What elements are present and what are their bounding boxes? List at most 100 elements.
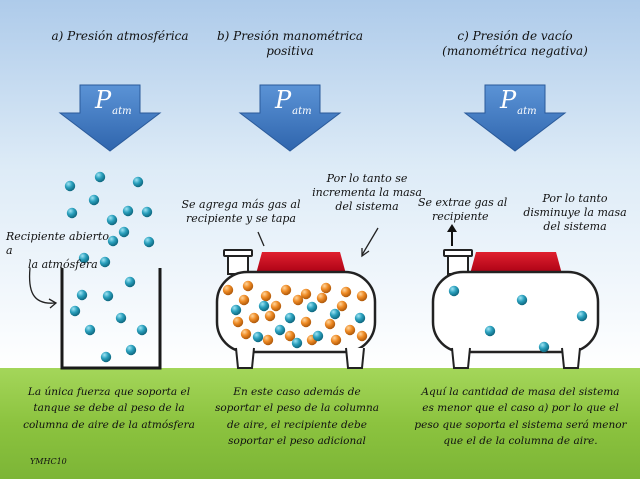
footer-a-line1: La única fuerza que soporta el bbox=[27, 386, 191, 398]
gas-molecule-blue bbox=[94, 171, 106, 183]
gas-molecule-orange bbox=[340, 286, 352, 298]
gas-molecule-blue bbox=[312, 330, 324, 342]
annotation-add-gas: Se agrega más gas al recipiente y se tap… bbox=[176, 198, 306, 226]
gas-molecule-orange bbox=[356, 290, 368, 302]
gas-molecule-blue bbox=[64, 180, 76, 192]
annotation-arrow-a bbox=[28, 267, 56, 304]
footer-text-c: Aquí la cantidad de masa del sistema es … bbox=[408, 384, 633, 449]
gas-molecule-blue bbox=[118, 226, 130, 238]
gas-molecule-orange bbox=[232, 316, 244, 328]
gas-molecule-blue bbox=[538, 341, 550, 353]
signature: YMHC10 bbox=[30, 457, 67, 466]
patm-label-a: Patm bbox=[95, 86, 132, 117]
gas-molecule-blue bbox=[136, 324, 148, 336]
annotation-extract-line1: Se extrae gas al bbox=[418, 196, 508, 209]
annotation-arrow-b1 bbox=[257, 231, 265, 247]
footer-b-line3: de aire, el recipiente debe bbox=[227, 418, 367, 431]
gas-molecule-blue bbox=[274, 324, 286, 336]
title-b-line1: b) Presión manométrica bbox=[216, 29, 364, 43]
annotation-arrow-b2 bbox=[361, 227, 379, 256]
tank-c-lid bbox=[470, 252, 562, 274]
tank-b-leg-left bbox=[235, 347, 255, 369]
gas-molecule-orange bbox=[330, 334, 342, 346]
annotation-increase-line3: del sistema bbox=[335, 199, 399, 213]
annotation-decrease-line2: disminuye la masa bbox=[523, 205, 627, 219]
tank-c-leg-left bbox=[451, 347, 471, 369]
gas-molecule-orange bbox=[284, 330, 296, 342]
gas-molecule-blue bbox=[76, 289, 88, 301]
tank-b-body bbox=[215, 270, 377, 354]
gas-molecule-blue bbox=[102, 290, 114, 302]
gas-molecule-blue bbox=[84, 324, 96, 336]
gas-molecule-blue bbox=[284, 312, 296, 324]
gas-molecule-blue bbox=[141, 206, 153, 218]
footer-b-line1: En este caso además de bbox=[233, 386, 361, 398]
gas-molecule-orange bbox=[260, 290, 272, 302]
gas-molecule-orange bbox=[300, 288, 312, 300]
patm-label-c: Patm bbox=[500, 86, 537, 117]
gas-molecule-orange bbox=[292, 294, 304, 306]
annotation-add-gas-line1: Se agrega más gas al bbox=[181, 198, 301, 211]
gas-molecule-blue bbox=[306, 301, 318, 313]
annotation-increase-line2: incrementa la masa bbox=[312, 185, 422, 199]
title-c-line1: c) Presión de vacío bbox=[457, 29, 573, 43]
gas-molecule-blue bbox=[291, 337, 303, 349]
gas-molecule-orange bbox=[248, 312, 260, 324]
gas-molecule-orange bbox=[336, 300, 348, 312]
gas-molecule-orange bbox=[316, 292, 328, 304]
gas-molecule-blue bbox=[230, 304, 242, 316]
tank-b-leg-right bbox=[345, 347, 365, 369]
gas-molecule-blue bbox=[516, 294, 528, 306]
title-b-line2: positiva bbox=[266, 44, 314, 58]
gas-molecule-blue bbox=[88, 194, 100, 206]
gas-molecule-orange bbox=[262, 334, 274, 346]
annotation-decrease-line1: Por lo tanto bbox=[542, 192, 608, 205]
annotation-increase-mass: Por lo tanto se incrementa la masa del s… bbox=[312, 172, 422, 213]
gas-molecule-orange bbox=[240, 328, 252, 340]
gas-molecule-orange bbox=[238, 294, 250, 306]
gas-molecule-blue bbox=[106, 214, 118, 226]
gas-molecule-orange bbox=[320, 282, 332, 294]
gas-molecule-orange bbox=[300, 316, 312, 328]
footer-c-line4: que el de la columna de aire. bbox=[443, 434, 598, 447]
gas-molecule-blue bbox=[132, 176, 144, 188]
patm-label-b: Patm bbox=[275, 86, 312, 117]
footer-c-line2: es menor que el caso a) por lo que el bbox=[422, 402, 619, 415]
annotation-decrease-line3: del sistema bbox=[543, 219, 607, 233]
title-c-line2: (manométrica negativa) bbox=[442, 44, 588, 58]
gas-molecule-orange bbox=[270, 300, 282, 312]
footer-b-line4: soportar el peso adicional bbox=[228, 434, 366, 447]
footer-c-line3: peso que soporta el sistema será menor bbox=[414, 418, 627, 431]
gas-molecule-blue bbox=[252, 331, 264, 343]
gas-molecule-blue bbox=[66, 207, 78, 219]
gas-molecule-blue bbox=[69, 305, 81, 317]
annotation-extract-line2: recipiente bbox=[432, 209, 489, 223]
molecules bbox=[64, 171, 588, 363]
footer-b-line2: soportar el peso de la columna bbox=[214, 402, 380, 415]
gas-molecule-orange bbox=[356, 330, 368, 342]
gas-molecule-orange bbox=[242, 280, 254, 292]
annotation-open-line1: Recipiente abierto a bbox=[6, 230, 109, 257]
gas-molecule-orange bbox=[344, 324, 356, 336]
gas-molecule-blue bbox=[484, 325, 496, 337]
tank-c-leg-right bbox=[561, 347, 581, 369]
gas-molecule-blue bbox=[107, 235, 119, 247]
gas-molecule-orange bbox=[324, 318, 336, 330]
gas-molecule-blue bbox=[100, 351, 112, 363]
gas-molecule-blue bbox=[329, 308, 341, 320]
annotation-decrease-mass: Por lo tanto disminuye la masa del siste… bbox=[520, 192, 630, 233]
gas-molecule-orange bbox=[280, 284, 292, 296]
open-container bbox=[60, 268, 162, 370]
gas-molecule-orange bbox=[264, 310, 276, 322]
gas-molecule-blue bbox=[99, 256, 111, 268]
gas-molecule-blue bbox=[143, 236, 155, 248]
gas-molecule-blue bbox=[354, 312, 366, 324]
footer-text-a: La única fuerza que soporta el tanque se… bbox=[14, 384, 204, 433]
tank-c-body bbox=[431, 270, 600, 354]
footer-a-line3: columna de aire de la atmósfera bbox=[23, 418, 195, 431]
annotation-increase-line1: Por lo tanto se bbox=[326, 172, 408, 185]
title-c: c) Presión de vacío (manométrica negativ… bbox=[440, 29, 590, 59]
tank-b-lid bbox=[256, 252, 346, 274]
